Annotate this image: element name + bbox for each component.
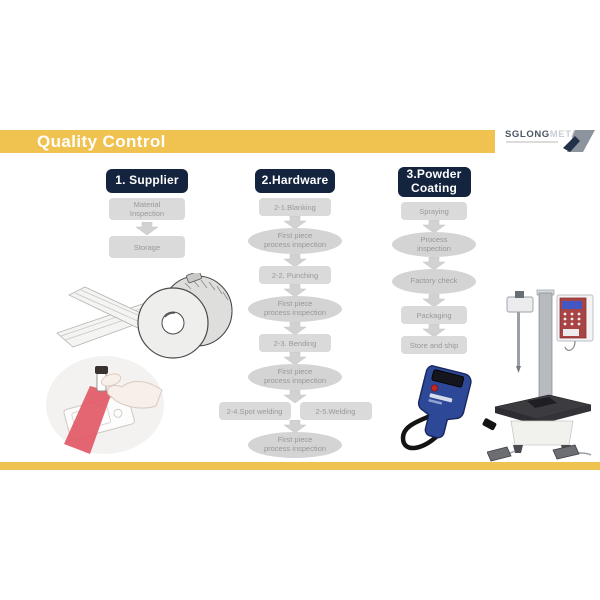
flow-step-pair: 2-4.Spot welding 2-5.Welding bbox=[218, 402, 372, 420]
coating-thickness-gauge-illustration bbox=[400, 364, 497, 451]
gauge-screen bbox=[431, 369, 465, 388]
flow-step-box: 2-5.Welding bbox=[299, 402, 372, 420]
gauge-red-button bbox=[430, 384, 439, 392]
flow-step-box: Store and ship bbox=[401, 336, 467, 354]
flow-column-header: 3.Powder Coating bbox=[397, 167, 471, 197]
flow-step-box: 2-3. Bending bbox=[259, 334, 331, 352]
down-arrow-icon bbox=[422, 293, 446, 307]
down-arrow-icon bbox=[283, 419, 307, 433]
flow-column-header: 2.Hardware bbox=[255, 169, 335, 193]
material-inspection-hand-illustration bbox=[46, 356, 164, 454]
down-arrow-icon bbox=[422, 323, 446, 337]
flow-step-box: Material Inspection bbox=[109, 198, 185, 220]
footer-accent-bar bbox=[0, 462, 600, 470]
gauge-body bbox=[417, 364, 472, 439]
flow-step-box: Packaging bbox=[401, 306, 467, 324]
logo-parallelogram-icon bbox=[563, 130, 595, 152]
down-arrow-icon bbox=[283, 253, 307, 267]
flow-step-ellipse: First piece process inspection bbox=[248, 364, 342, 390]
hand bbox=[100, 373, 163, 409]
down-arrow-icon bbox=[283, 283, 307, 297]
steel-coil bbox=[137, 273, 233, 359]
steel-coil-illustration bbox=[56, 273, 233, 359]
lanyard-strap bbox=[400, 409, 444, 451]
down-arrow-icon bbox=[283, 215, 307, 229]
control-panel bbox=[556, 294, 594, 351]
flow-step-box: 2-1.Blanking bbox=[259, 198, 331, 216]
flow-step-box: 2-4.Spot welding bbox=[218, 402, 291, 420]
down-arrow-icon bbox=[135, 220, 159, 236]
flow-column-header: 1. Supplier bbox=[106, 169, 188, 193]
red-test-ribbon bbox=[64, 386, 112, 454]
foot-pedals bbox=[487, 444, 580, 462]
page-title: Quality Control bbox=[37, 131, 166, 151]
logo-text-primary: SGLONG bbox=[505, 129, 550, 140]
down-arrow-icon bbox=[422, 256, 446, 270]
down-arrow-icon bbox=[283, 351, 307, 365]
coating-test-machine-illustration bbox=[487, 289, 594, 462]
logo-tagline-line bbox=[506, 141, 558, 143]
flow-step-box: Spraying bbox=[401, 202, 467, 220]
flow-step-ellipse: Process inspection bbox=[392, 232, 476, 257]
logo-text-secondary: METAL bbox=[549, 129, 585, 140]
down-arrow-icon bbox=[283, 389, 307, 403]
flow-step-ellipse: First piece process inspection bbox=[248, 432, 342, 458]
flow-step-ellipse: Factory check bbox=[392, 269, 476, 294]
machine-stand bbox=[506, 289, 555, 424]
flow-step-box: 2-2. Punching bbox=[259, 266, 331, 284]
down-arrow-icon bbox=[422, 219, 446, 233]
flow-step-ellipse: First piece process inspection bbox=[248, 296, 342, 322]
flow-step-ellipse: First piece process inspection bbox=[248, 228, 342, 254]
title-bar: Quality Control bbox=[0, 130, 495, 153]
strap-end bbox=[482, 418, 497, 431]
down-arrow-icon bbox=[283, 321, 307, 335]
logo-text: SGLONGMETAL bbox=[505, 129, 585, 140]
company-logo: SGLONGMETAL bbox=[505, 127, 595, 159]
flow-step-box: Storage bbox=[109, 236, 185, 258]
